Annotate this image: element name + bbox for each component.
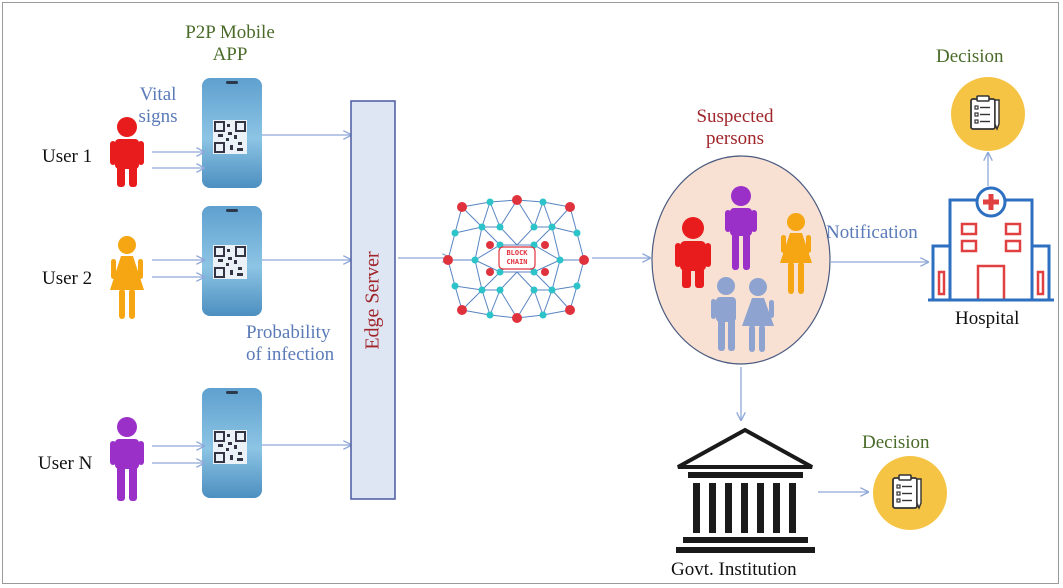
govt-building-icon <box>676 427 815 553</box>
blockchain-line-1: BLOCK <box>506 249 528 257</box>
suspect-orange-woman-icon <box>780 213 812 294</box>
phone-n-icon <box>202 388 262 498</box>
suspected-persons-circle <box>651 155 831 365</box>
user-2-figure-icon <box>110 236 144 319</box>
app-title: P2P Mobile APP <box>155 22 305 66</box>
app-title-line-2: APP <box>212 43 248 65</box>
user-2-label: User 2 <box>42 268 93 289</box>
vital-signs-line-1: Vital <box>139 84 177 105</box>
decision-top-label: Decision <box>936 46 1004 67</box>
user-n-figure-icon <box>110 417 144 501</box>
phone-1-icon <box>202 78 262 188</box>
hospital-label: Hospital <box>955 308 1020 329</box>
vital-signs-line-2: signs <box>138 105 178 127</box>
suspect-red-man-icon <box>675 217 711 288</box>
phone-2-icon <box>202 206 262 316</box>
suspected-line-2: persons <box>705 127 765 149</box>
vital-signs-label: Vital signs <box>128 84 188 128</box>
user-n-label: User N <box>38 453 93 474</box>
blockchain-line-2: CHAIN <box>506 257 528 266</box>
probability-label: Probability of infection <box>246 322 334 366</box>
user-1-label: User 1 <box>42 146 93 167</box>
notification-label: Notification <box>826 222 918 243</box>
decision-bottom-label: Decision <box>862 432 930 453</box>
app-title-line-1: P2P Mobile <box>185 22 275 43</box>
decision-bottom-clipboard-icon <box>873 456 947 530</box>
hospital-icon <box>928 186 1054 302</box>
user-to-phone-arrows <box>152 152 204 463</box>
probability-line-1: Probability <box>246 322 331 343</box>
user-1-figure-icon <box>110 117 144 187</box>
edge-server-label: Edge Server <box>361 251 384 350</box>
suspect-blue-couple-icon <box>711 277 774 352</box>
decision-top-clipboard-icon <box>951 77 1025 151</box>
suspected-line-1: Suspected <box>696 106 774 127</box>
edge-server-box <box>350 100 396 500</box>
phone-to-server-arrows <box>262 135 351 445</box>
blockchain-network-icon <box>443 195 589 323</box>
blockchain-badge-label: BLOCK CHAIN <box>499 249 535 267</box>
suspected-persons-label: Suspected persons <box>660 106 810 150</box>
probability-line-2: of infection <box>246 343 335 365</box>
govt-institution-label: Govt. Institution <box>671 559 797 580</box>
suspect-purple-man-icon <box>725 186 757 270</box>
